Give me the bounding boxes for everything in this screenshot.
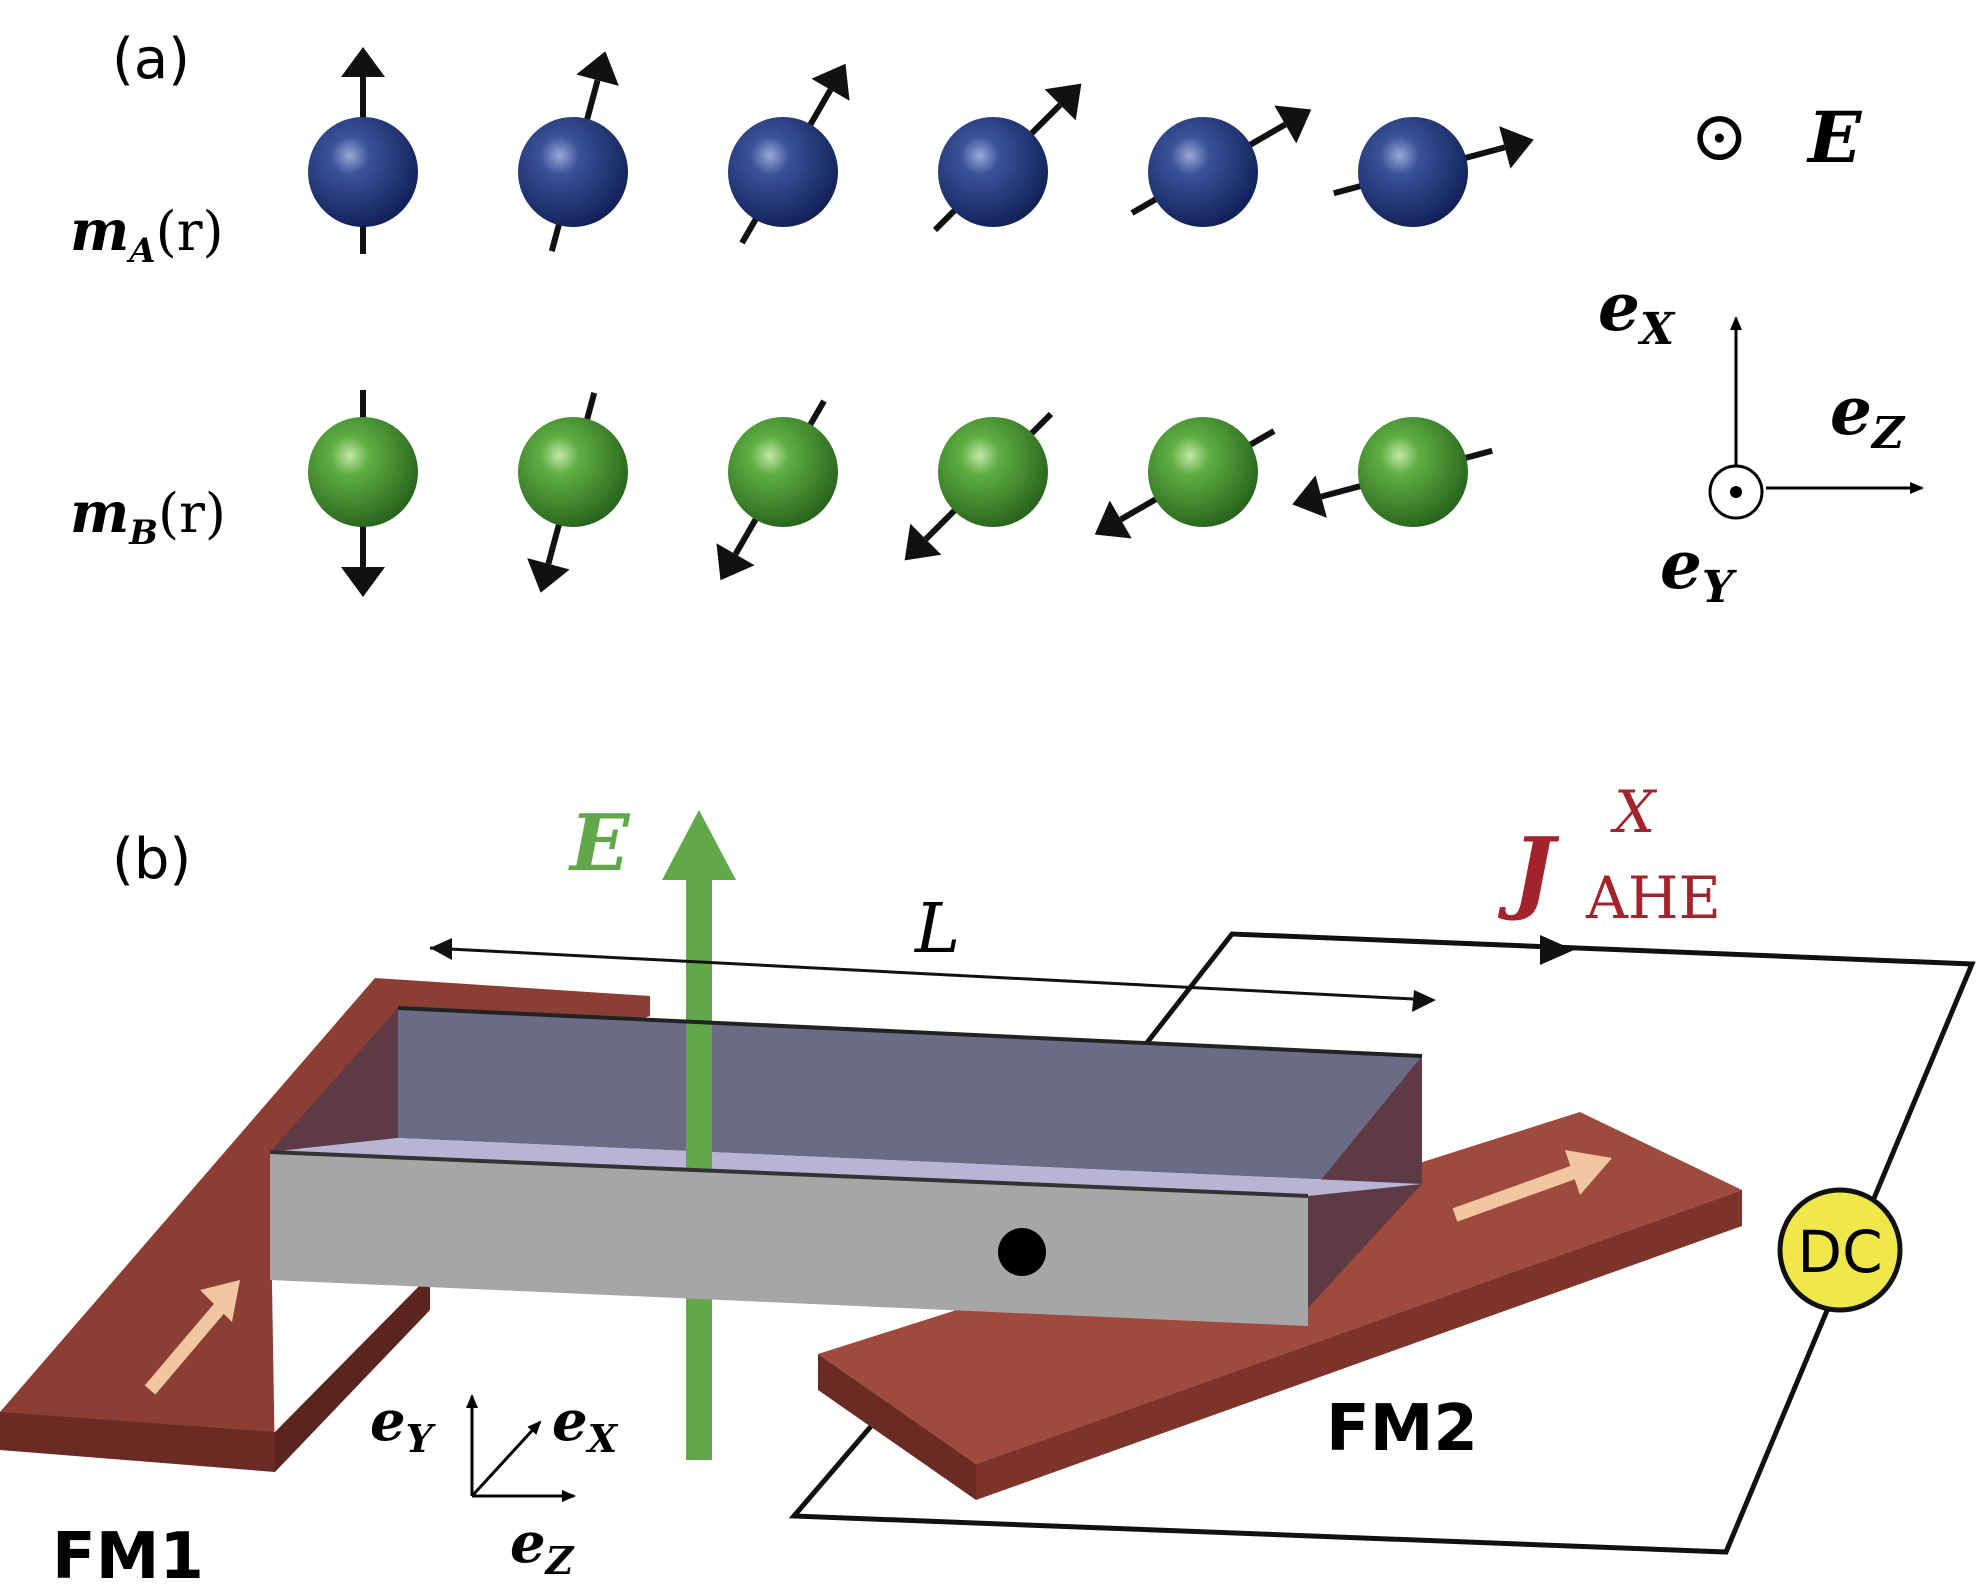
- axis-b-y-label: eY: [370, 1388, 437, 1461]
- axis-b-x-label: eX: [552, 1388, 619, 1461]
- spin-a-2-sphere: [518, 117, 628, 227]
- axis-x-label: eX: [1598, 268, 1676, 355]
- field-out-of-plane-icon: ⊙: [1690, 95, 1749, 177]
- bar-back-face: [398, 1008, 1422, 1184]
- spin-b-5-sphere: [1148, 417, 1258, 527]
- spin-chain-a: [308, 47, 1534, 254]
- spin-a-5-arrow-icon: [1274, 105, 1312, 144]
- spin-b-6-arrow-icon: [1292, 475, 1327, 518]
- spin-b-4-sphere: [938, 417, 1048, 527]
- dc-source-label: DC: [1797, 1218, 1882, 1286]
- spin-b-1-sphere: [308, 417, 418, 527]
- spin-a-2-arrow-icon: [576, 51, 619, 86]
- spin-a-1-arrow-icon: [341, 47, 385, 77]
- current-label: J: [1497, 818, 1560, 924]
- spin-a-5-sphere: [1148, 117, 1258, 227]
- current-label-sup: X: [1610, 778, 1658, 846]
- spin-a-1-sphere: [308, 117, 418, 227]
- dc-source-icon: [1777, 1187, 1903, 1313]
- fm2-magnetization-arrow-icon: [1452, 1163, 1583, 1222]
- current-label-sub: AHE: [1585, 864, 1721, 932]
- spin-b-1-arrow-icon: [341, 567, 385, 597]
- panel-a: (a) mA(r) mB(r) ⊙ E eX eZ eY: [70, 27, 1924, 613]
- panel-b-label: (b): [112, 827, 191, 892]
- axis-y-label: eY: [1660, 526, 1737, 613]
- spin-b-4-arrow-icon: [904, 523, 942, 561]
- contact-dot: [998, 1228, 1046, 1276]
- spin-b-3-sphere: [728, 417, 838, 527]
- spin-a-4-sphere: [938, 117, 1048, 227]
- row-a-label: mA(r): [70, 198, 224, 271]
- spin-b-6-sphere: [1358, 417, 1468, 527]
- spin-a-3-arrow-icon: [811, 63, 850, 101]
- row-b-label: mB(r): [70, 480, 226, 553]
- field-arrow-head-icon: [662, 810, 736, 880]
- lead-fm1: [0, 978, 650, 1472]
- axes-a: eX eZ eY: [1598, 268, 1924, 613]
- spin-a-6-sphere: [1358, 117, 1468, 227]
- field-label-b: E: [568, 798, 631, 889]
- spin-b-3-arrow-icon: [716, 543, 755, 581]
- panel-a-label: (a): [112, 27, 190, 92]
- field-arrow-shaft: [686, 870, 712, 1460]
- field-label-a: E: [1806, 96, 1863, 179]
- spin-chain-b: [308, 390, 1493, 597]
- fm1-magnetization-arrow-icon: [144, 1293, 234, 1395]
- spin-b-5-arrow-icon: [1094, 500, 1132, 539]
- spin-a-6-arrow-icon: [1499, 126, 1534, 169]
- spin-b-2-arrow-icon: [527, 558, 570, 593]
- length-indicator: [429, 946, 1433, 1002]
- panel-b: (b) E: [0, 778, 1976, 1588]
- lead1-label: FM1: [52, 1520, 204, 1588]
- spin-a-3-sphere: [728, 117, 838, 227]
- bar-front-face: [270, 1152, 1308, 1326]
- spin-b-2-sphere: [518, 417, 628, 527]
- lead2-label: FM2: [1326, 1392, 1478, 1466]
- spin-a-4-arrow-icon: [1044, 83, 1082, 121]
- length-label: L: [913, 890, 960, 969]
- axis-z-label: eZ: [1830, 372, 1906, 459]
- axis-b-z-label: eZ: [510, 1510, 575, 1583]
- current-direction-arrow-icon: [1540, 935, 1574, 965]
- axes-b: eY eX eZ: [370, 1388, 619, 1583]
